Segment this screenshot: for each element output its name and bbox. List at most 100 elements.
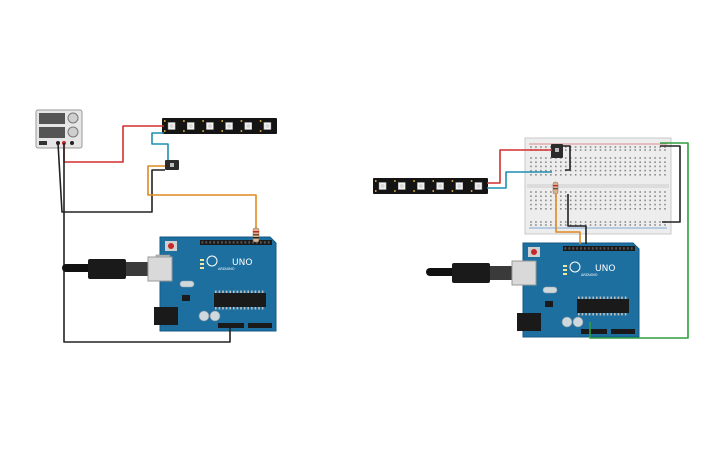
led-strip[interactable]: [373, 178, 488, 194]
breadboard-hole: [634, 169, 637, 172]
ps-knob-current[interactable]: [67, 126, 79, 138]
header-pin[interactable]: [209, 241, 212, 244]
header-pin[interactable]: [228, 241, 231, 244]
small-component[interactable]: [165, 160, 179, 170]
header-pin[interactable]: [580, 247, 582, 250]
crystal: [542, 286, 558, 294]
usb-cable[interactable]: [62, 256, 173, 282]
breadboard-hole: [634, 221, 637, 223]
header-pin[interactable]: [221, 241, 223, 244]
wire-red: [487, 149, 552, 184]
header-pin[interactable]: [595, 247, 598, 250]
header-pin[interactable]: [587, 247, 590, 250]
header-pin[interactable]: [201, 241, 204, 244]
resistor[interactable]: [252, 227, 260, 243]
header-pin[interactable]: [224, 241, 227, 244]
header-pin[interactable]: [564, 247, 567, 250]
header-pin[interactable]: [244, 241, 247, 244]
board-brand-label: ARDUINO: [581, 273, 598, 277]
breadboard-hole: [599, 203, 602, 206]
breadboard-hole: [589, 191, 592, 193]
reset-button[interactable]: [168, 243, 174, 249]
header-pin[interactable]: [205, 241, 208, 244]
header-pin[interactable]: [626, 247, 629, 250]
header-pin[interactable]: [619, 247, 621, 250]
breadboard-hole: [649, 146, 651, 148]
header-pin[interactable]: [584, 247, 586, 250]
header-pin[interactable]: [591, 247, 594, 250]
breadboard-hole: [624, 157, 627, 159]
header-pin[interactable]: [607, 247, 610, 250]
header-pin[interactable]: [611, 247, 614, 250]
power-header: [218, 323, 244, 328]
breadboard-hole: [599, 174, 602, 176]
breadboard-hole: [599, 165, 602, 168]
breadboard-hole: [569, 221, 572, 223]
strip-pad: [240, 130, 243, 132]
breadboard-hole: [545, 161, 547, 163]
breadboard-hole: [594, 157, 597, 159]
breadboard-hole: [599, 149, 602, 151]
power-supply[interactable]: [35, 109, 83, 149]
header-pin[interactable]: [252, 241, 254, 244]
header-pin[interactable]: [232, 241, 235, 244]
breadboard-hole: [545, 146, 547, 148]
header-pin[interactable]: [248, 241, 251, 244]
breadboard-hole: [550, 199, 552, 202]
breadboard-hole: [629, 203, 632, 206]
dc-power-jack[interactable]: [154, 307, 178, 325]
breadboard-hole: [594, 199, 597, 202]
header-pin[interactable]: [267, 241, 270, 244]
wires: [487, 142, 689, 339]
header-pin[interactable]: [572, 247, 575, 250]
led-lens: [418, 184, 423, 188]
breadboard-hole: [644, 195, 646, 197]
breadboard-hole: [629, 149, 632, 151]
header-pin[interactable]: [576, 247, 578, 250]
breadboard-hole: [535, 157, 537, 159]
usb-cable[interactable]: [426, 260, 537, 286]
header-pin[interactable]: [615, 247, 617, 250]
breadboard-hole: [619, 208, 622, 210]
header-pin[interactable]: [213, 241, 215, 244]
breadboard-hole: [634, 195, 637, 197]
breadboard-hole: [530, 208, 532, 210]
breadboard-hole: [550, 161, 552, 163]
breadboard-hole: [634, 149, 637, 151]
breadboard-resistor[interactable]: [552, 181, 559, 195]
breadboard[interactable]: [524, 137, 672, 235]
reset-button[interactable]: [531, 249, 537, 255]
led-strip[interactable]: [162, 118, 277, 134]
digital-header: [200, 240, 272, 245]
header-pin[interactable]: [256, 241, 258, 244]
breadboard-hole: [624, 174, 627, 176]
header-pin[interactable]: [630, 247, 633, 250]
breadboard-hole: [599, 224, 602, 226]
led-lens: [476, 184, 481, 188]
header-pin[interactable]: [603, 247, 606, 250]
breadboard-hole: [639, 203, 641, 206]
breadboard-component[interactable]: [551, 144, 563, 158]
header-pin[interactable]: [240, 241, 243, 244]
header-pin[interactable]: [568, 247, 571, 250]
breadboard-hole: [569, 195, 572, 197]
breadboard-hole: [594, 169, 597, 172]
breadboard-hole: [659, 224, 661, 226]
ps-knob-voltage[interactable]: [67, 112, 79, 124]
ps-switch[interactable]: [39, 141, 47, 145]
breadboard-hole: [564, 199, 567, 202]
breadboard-hole: [619, 157, 622, 159]
header-pin[interactable]: [599, 247, 602, 250]
header-pin[interactable]: [263, 241, 266, 244]
breadboard-hole: [659, 195, 661, 197]
header-pin[interactable]: [236, 241, 239, 244]
breadboard-hole: [634, 157, 637, 159]
header-pin[interactable]: [217, 241, 219, 244]
breadboard-hole: [654, 146, 656, 148]
dc-power-jack[interactable]: [517, 313, 541, 331]
strip-body: [373, 178, 488, 194]
header-pin[interactable]: [623, 247, 625, 250]
header-pin[interactable]: [260, 241, 262, 244]
